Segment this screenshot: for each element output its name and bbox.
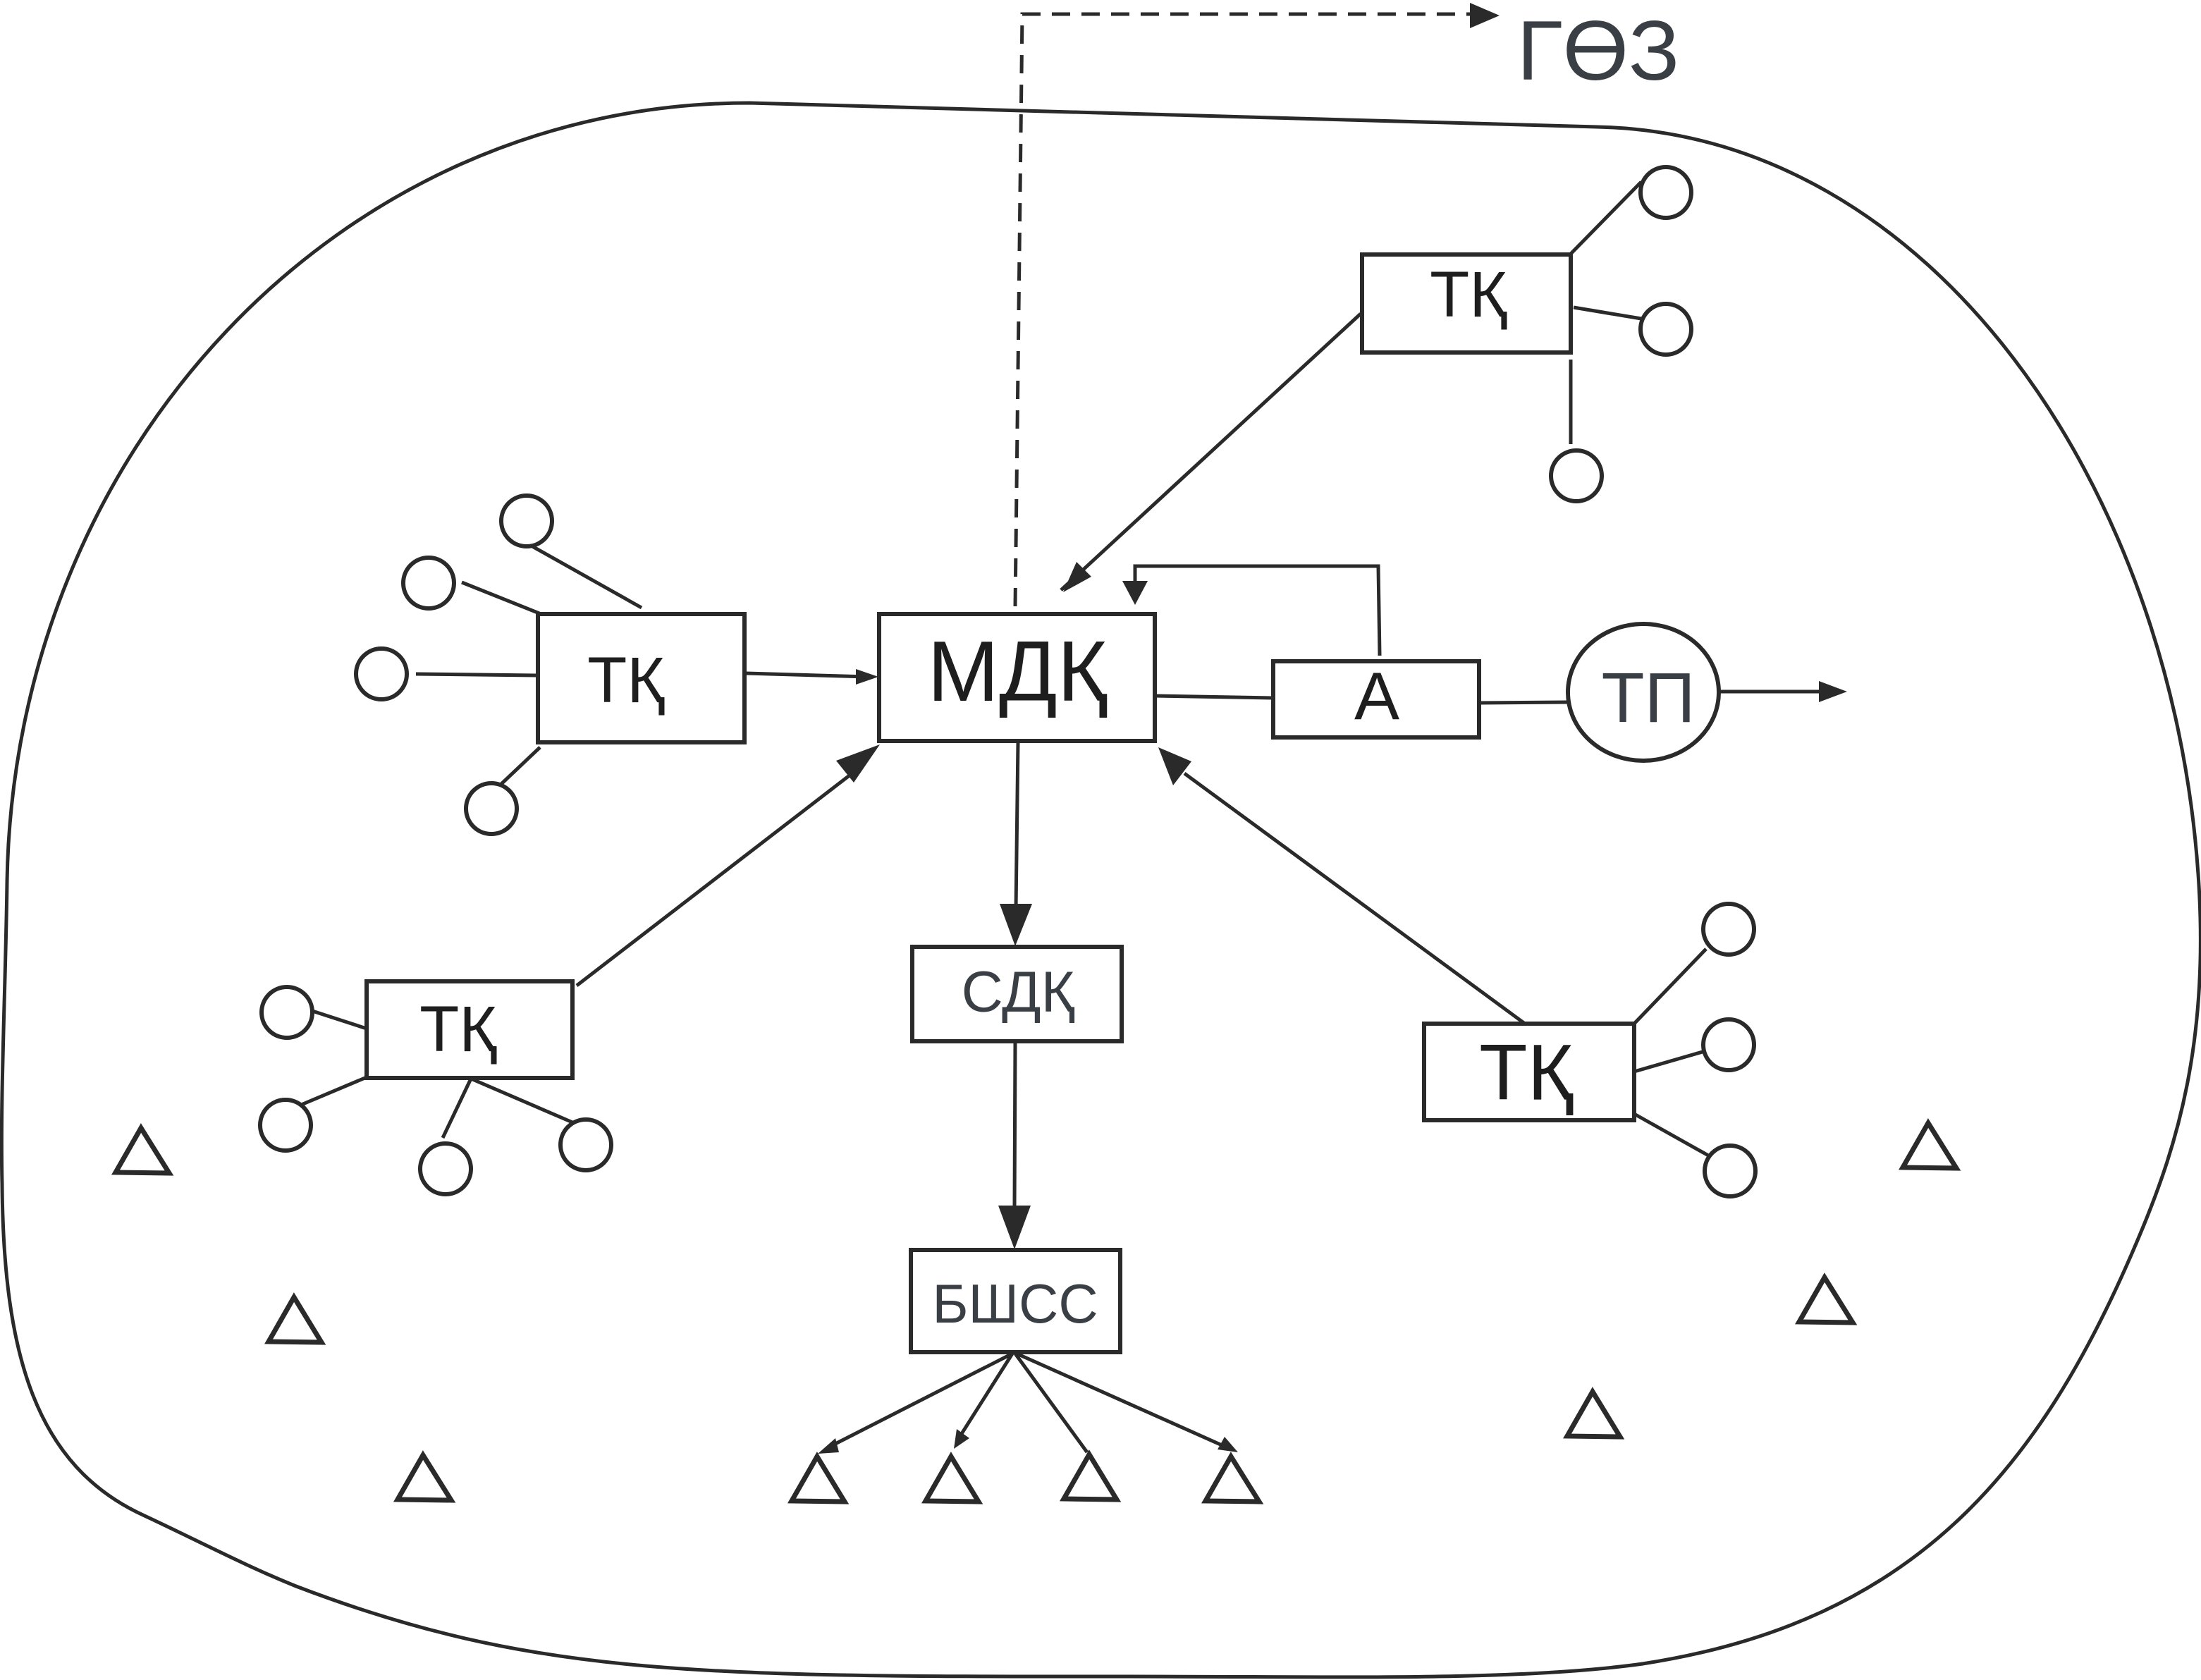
spoke-tktopright-1 <box>1569 180 1643 255</box>
triangle-bshss-1 <box>787 1452 850 1504</box>
sat-circle-tkbottomright-2 <box>1701 1017 1756 1072</box>
territory-boundary <box>0 101 2201 1679</box>
sat-circle-tkbottomleft-2 <box>258 1098 313 1153</box>
arrowhead-bshss <box>998 1206 1031 1249</box>
label-bshss: БШСС <box>932 1273 1098 1335</box>
spoke-tktopright-2 <box>1573 305 1642 321</box>
label-goez: ГӨЗ <box>1517 4 1680 98</box>
arrowhead-mdk-from-topright <box>1063 562 1091 592</box>
box-tk-left <box>536 612 747 744</box>
link-mdk-to-a <box>1154 694 1274 700</box>
spoke-tkbottomright-2 <box>1633 1050 1703 1074</box>
link-tk-bottomright-to-mdk <box>1183 771 1526 1026</box>
triangle-4 <box>1899 1118 1961 1171</box>
triangle-3 <box>393 1450 456 1503</box>
arrowhead-sdk <box>1000 904 1032 946</box>
sat-circle-tktopright-3 <box>1549 448 1604 503</box>
arrowhead-tri1 <box>818 1438 839 1454</box>
sat-circle-tkbottomright-1 <box>1701 902 1756 957</box>
triangle-1 <box>111 1123 174 1176</box>
arrowhead-tp-out <box>1819 681 1847 702</box>
sat-circle-tkleft-4 <box>464 781 519 836</box>
label-tk-left: ТҚ <box>587 644 665 716</box>
label-sdk: СДҚ <box>962 960 1075 1024</box>
link-bshss-to-tri3 <box>1013 1352 1089 1454</box>
spoke-tkbottomleft-4 <box>470 1077 573 1124</box>
box-a <box>1271 659 1481 740</box>
arrowhead-feedback <box>1122 581 1148 605</box>
arrowhead-mdk-from-bottomleft <box>836 744 880 783</box>
spoke-tkbottomleft-1 <box>312 1009 367 1031</box>
link-tk-left-to-mdk <box>745 671 868 679</box>
arrowhead-tri2 <box>954 1429 969 1449</box>
link-bshss-to-tri4 <box>1015 1351 1228 1449</box>
box-tk-bottom-right <box>1422 1022 1636 1122</box>
link-a-to-tp <box>1478 700 1569 705</box>
link-tk-topright-to-mdk <box>1060 312 1362 591</box>
dashed-link-to-goez <box>1013 12 1470 607</box>
box-mdk <box>877 612 1157 743</box>
label-tk-bottom-right: ТҚ <box>1479 1029 1574 1117</box>
spoke-tkbottomright-3 <box>1633 1112 1711 1158</box>
spoke-tkleft-2 <box>461 580 540 615</box>
feedback-a-to-mdk <box>1133 564 1382 656</box>
label-mdk: МДҚ <box>927 623 1107 719</box>
arrowhead-tri4 <box>1218 1437 1238 1452</box>
sat-circle-tkleft-3 <box>354 646 409 701</box>
box-sdk <box>910 945 1124 1043</box>
arrowhead-mdk-from-bottomright <box>1158 747 1191 785</box>
sat-circle-tkbottomleft-3 <box>418 1141 473 1196</box>
link-bshss-to-tri2 <box>957 1352 1014 1440</box>
sat-circle-tktopright-1 <box>1638 165 1693 220</box>
spoke-tkbottomleft-3 <box>441 1077 473 1139</box>
sat-circle-tkbottomleft-1 <box>259 985 314 1040</box>
box-bshss <box>909 1248 1122 1354</box>
triangle-6 <box>1563 1387 1625 1440</box>
link-bshss-to-tri1 <box>827 1351 1014 1449</box>
arrowhead-goez <box>1470 3 1500 28</box>
link-tk-bottomleft-to-mdk <box>575 771 854 987</box>
box-tk-top-right <box>1360 252 1573 355</box>
triangle-bshss-3 <box>1060 1449 1122 1502</box>
sat-circle-tkbottomleft-4 <box>558 1117 613 1172</box>
sat-circle-tkleft-1 <box>499 493 554 548</box>
arrowhead-mdk-from-left <box>856 669 878 685</box>
ellipse-tp <box>1566 622 1721 763</box>
link-sdk-to-bshss <box>1012 1041 1017 1208</box>
spoke-tkbottomleft-2 <box>299 1075 367 1108</box>
sat-circle-tkleft-2 <box>401 556 456 611</box>
label-a: А <box>1354 659 1399 735</box>
spoke-tkleft-3 <box>415 672 537 677</box>
link-mdk-to-sdk <box>1014 741 1020 910</box>
triangle-5 <box>1795 1273 1858 1325</box>
label-tp: ТП <box>1602 658 1696 737</box>
spoke-tkleft-4 <box>499 746 541 786</box>
sat-circle-tktopright-2 <box>1638 302 1693 357</box>
triangle-bshss-2 <box>921 1452 983 1504</box>
sat-circle-tkbottomright-3 <box>1703 1143 1758 1198</box>
label-tk-bottom-left: ТҚ <box>419 993 497 1065</box>
triangle-2 <box>264 1292 326 1345</box>
box-tk-bottom-left <box>364 979 575 1080</box>
triangle-bshss-4 <box>1201 1452 1264 1504</box>
spoke-tkleft-1 <box>531 544 643 610</box>
label-tk-top-right: ТҚ <box>1430 259 1507 331</box>
spoke-tkbottomright-1 <box>1633 948 1708 1025</box>
